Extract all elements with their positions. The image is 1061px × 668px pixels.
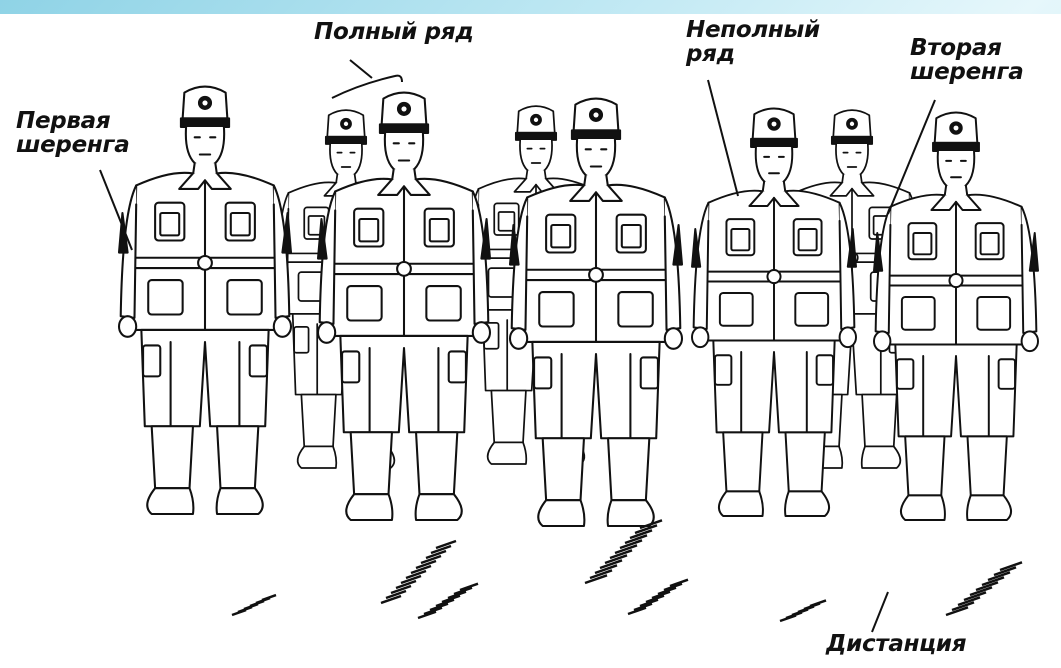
pointer-full-file bbox=[332, 60, 402, 98]
label-incomplete-file: Неполный ряд bbox=[686, 18, 820, 66]
soldiers-group bbox=[119, 87, 1038, 526]
soldier-first-rank-1 bbox=[119, 87, 291, 514]
pointer-distance bbox=[872, 592, 888, 632]
pointer-incomplete-file bbox=[708, 80, 738, 196]
label-distance: Дистанция bbox=[826, 632, 966, 656]
pointer-first-rank bbox=[100, 170, 132, 250]
ground-hatching bbox=[232, 520, 1022, 621]
illustration-panel: Первая шеренга Полный ряд Неполный ряд В… bbox=[0, 14, 1061, 668]
label-full-file: Полный ряд bbox=[314, 20, 474, 44]
soldiers-formation-illustration bbox=[0, 14, 1061, 668]
label-second-rank: Вторая шеренга bbox=[910, 36, 1023, 84]
label-first-rank: Первая шеренга bbox=[16, 109, 129, 157]
